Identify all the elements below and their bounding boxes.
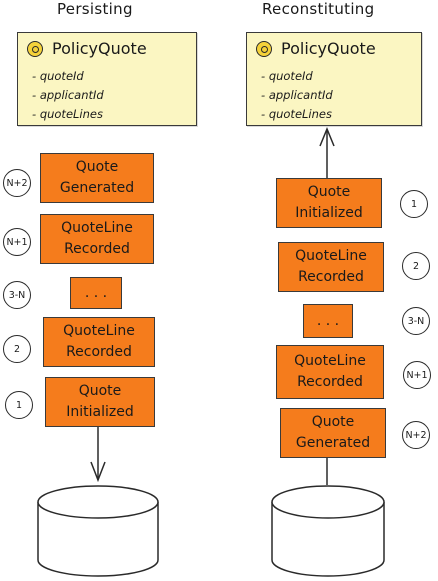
left-aggregate-name: PolicyQuote (52, 39, 147, 58)
right-database-icon (271, 485, 385, 577)
event-line1: Quote (75, 159, 119, 175)
event-line1: Quote (307, 184, 351, 200)
event-line1: Quote (311, 414, 355, 430)
event-line2: Recorded (297, 374, 363, 390)
right-up-arrow-icon (319, 127, 335, 147)
aggregate-badge-icon (256, 41, 272, 57)
left-order-badge: 3-N (3, 281, 31, 309)
left-order-badge: N+2 (3, 169, 31, 197)
left-field-quotelines: quoteLines (32, 105, 104, 124)
left-field-applicantid: applicantId (32, 86, 104, 105)
right-event-ellipsis: . . . (303, 304, 353, 338)
event-line1: QuoteLine (61, 220, 133, 236)
left-aggregate-fields: quoteId applicantId quoteLines (32, 67, 104, 124)
event-line1: Quote (78, 383, 122, 399)
left-event-ellipsis: . . . (70, 277, 122, 309)
left-database-icon (37, 485, 159, 577)
event-line2: Recorded (298, 269, 364, 285)
right-aggregate-fields: quoteId applicantId quoteLines (261, 67, 333, 124)
right-field-quoteid: quoteId (261, 67, 333, 86)
event-line2: Initialized (66, 404, 134, 420)
right-aggregate-name: PolicyQuote (281, 39, 376, 58)
event-line2: Initialized (295, 205, 363, 221)
left-column-title: Persisting (57, 0, 133, 18)
event-line1: QuoteLine (63, 323, 135, 339)
right-aggregate-card: PolicyQuote quoteId applicantId quoteLin… (246, 32, 422, 126)
event-line2: Generated (59, 180, 135, 196)
event-line1: QuoteLine (295, 248, 367, 264)
right-order-badge: N+1 (403, 361, 431, 389)
event-line1: . . . (316, 312, 340, 329)
right-order-badge: 2 (402, 252, 430, 280)
left-aggregate-card: PolicyQuote quoteId applicantId quoteLin… (17, 32, 197, 126)
right-column-title: Reconstituting (262, 0, 375, 18)
event-line2: Recorded (64, 241, 130, 257)
event-line2: Recorded (66, 344, 132, 360)
left-order-badge: 1 (5, 391, 33, 419)
left-order-badge: 2 (3, 335, 31, 363)
right-field-quotelines: quoteLines (261, 105, 333, 124)
left-down-arrow-icon (90, 461, 106, 483)
event-line1: . . . (84, 284, 108, 301)
event-line1: QuoteLine (294, 353, 366, 369)
left-order-badge: N+1 (3, 228, 31, 256)
right-field-applicantid: applicantId (261, 86, 333, 105)
right-order-badge: N+2 (402, 421, 430, 449)
aggregate-badge-icon (27, 41, 43, 57)
right-order-badge: 1 (400, 190, 428, 218)
left-field-quoteid: quoteId (32, 67, 104, 86)
right-order-badge: 3-N (402, 307, 430, 335)
event-line2: Generated (295, 435, 371, 451)
